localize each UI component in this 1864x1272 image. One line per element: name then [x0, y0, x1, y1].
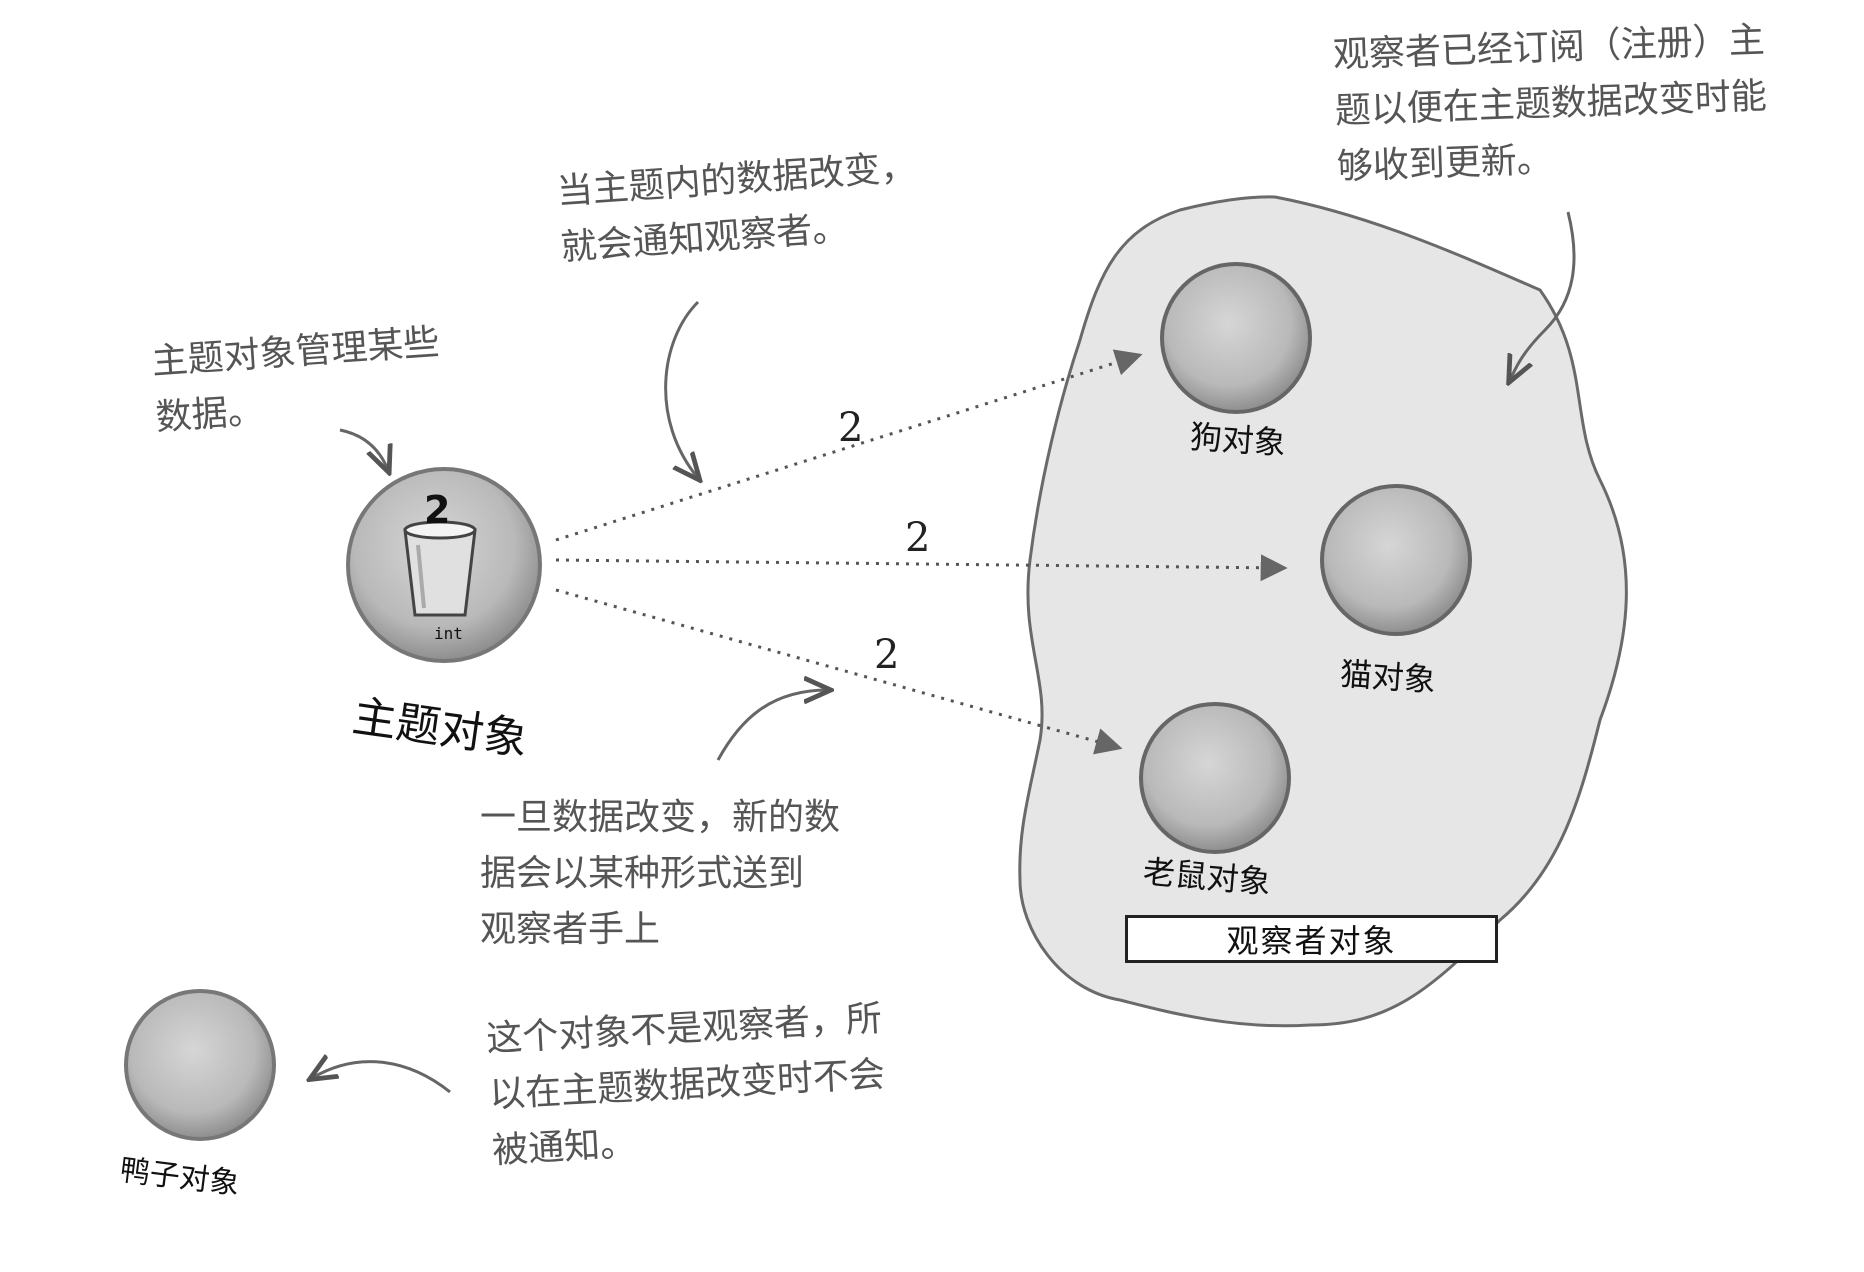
- mouse-observer-sphere[interactable]: [1139, 702, 1291, 854]
- subject-value: 2: [424, 488, 451, 532]
- message-value-mouse: 2: [874, 632, 900, 678]
- cat-observer-label: 猫对象: [1338, 654, 1438, 700]
- arrow-subscribed: [1510, 211, 1576, 380]
- observer-group-blob: [1018, 195, 1628, 1028]
- subject-type-label: int: [434, 624, 463, 643]
- duck-object-sphere[interactable]: [124, 989, 276, 1141]
- cup-icon: [403, 520, 477, 617]
- message-value-dog: 2: [838, 405, 864, 451]
- message-line-cat: [555, 554, 1288, 582]
- annotation-subscribed: 观察者已经订阅（注册）主 题以便在主题数据改变时能 够收到更新。: [1332, 19, 1768, 188]
- annotation-subject-data: 主题对象管理某些 数据。: [150, 321, 441, 439]
- dog-observer-sphere[interactable]: [1160, 262, 1312, 414]
- arrow-not-observer: [312, 1062, 451, 1094]
- annotation-not-observer: 这个对象不是观察者，所 以在主题数据改变时不会 被通知。: [485, 998, 886, 1172]
- message-line-dog: [555, 349, 1143, 542]
- annotation-delivered: 一旦数据改变，新的数 据会以某种形式送到 观察者手上: [480, 797, 841, 950]
- message-value-cat: 2: [905, 515, 931, 561]
- cat-observer-sphere[interactable]: [1320, 484, 1472, 636]
- arrow-subject-data: [339, 428, 388, 470]
- message-line-mouse: [555, 588, 1123, 755]
- arrow-notify: [664, 300, 698, 478]
- dog-observer-label: 狗对象: [1188, 417, 1288, 463]
- observer-group-label: 观察者对象: [1125, 915, 1498, 963]
- arrow-delivered: [716, 690, 828, 761]
